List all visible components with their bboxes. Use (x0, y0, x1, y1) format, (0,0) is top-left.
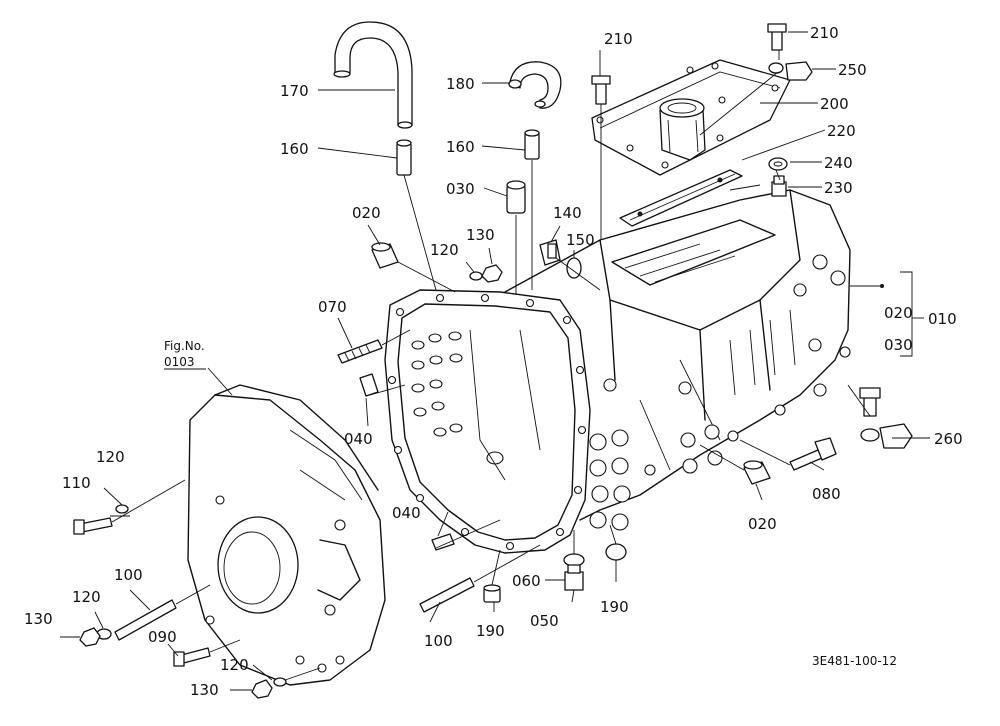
label-210-right: 210 (810, 24, 839, 42)
front-flange (384, 289, 591, 554)
label-130-top: 130 (466, 226, 495, 244)
label-120-lower-left: 120 (72, 588, 101, 606)
hose-170 (333, 21, 413, 129)
label-040-lower: 040 (392, 504, 421, 522)
label-010: 010 (928, 310, 957, 328)
fig-ref-number: 0103 (164, 355, 195, 369)
label-170: 170 (280, 82, 309, 100)
callout-labels: 170 180 160 160 210 210 250 200 220 240 … (24, 24, 963, 699)
label-030-right: 030 (884, 336, 913, 354)
label-030-top: 030 (446, 180, 475, 198)
label-080: 080 (812, 485, 841, 503)
label-120-bottom: 120 (220, 656, 249, 674)
label-110: 110 (62, 474, 91, 492)
top-cover (591, 59, 791, 227)
label-230: 230 (824, 179, 853, 197)
label-070: 070 (318, 298, 347, 316)
label-260: 260 (934, 430, 963, 448)
label-040-upper: 040 (344, 430, 373, 448)
label-180: 180 (446, 75, 475, 93)
label-210-left: 210 (604, 30, 633, 48)
label-160-left: 160 (280, 140, 309, 158)
label-160-right: 160 (446, 138, 475, 156)
label-120-left: 120 (96, 448, 125, 466)
label-020-right: 020 (884, 304, 913, 322)
label-190-right: 190 (600, 598, 629, 616)
label-120-top: 120 (430, 241, 459, 259)
hose-180 (508, 61, 562, 109)
label-100-center: 100 (424, 632, 453, 650)
fittings (73, 23, 913, 699)
label-140: 140 (553, 204, 582, 222)
label-250: 250 (838, 61, 867, 79)
figure-reference: Fig.No. 0103 (164, 339, 206, 370)
label-020-bottom: 020 (748, 515, 777, 533)
leader-lines (60, 31, 930, 691)
label-050: 050 (530, 612, 559, 630)
label-200: 200 (820, 95, 849, 113)
label-130-lower-left: 130 (24, 610, 53, 628)
label-060: 060 (512, 572, 541, 590)
label-020-top: 020 (352, 204, 381, 222)
fig-ref-title: Fig.No. (164, 339, 205, 353)
label-090: 090 (148, 628, 177, 646)
label-130-bottom: 130 (190, 681, 219, 699)
label-190-center: 190 (476, 622, 505, 640)
rear-housing (187, 384, 386, 686)
label-220: 220 (827, 122, 856, 140)
label-100-left: 100 (114, 566, 143, 584)
label-240: 240 (824, 154, 853, 172)
drawing-code: 3E481-100-12 (812, 654, 897, 668)
label-150: 150 (566, 231, 595, 249)
